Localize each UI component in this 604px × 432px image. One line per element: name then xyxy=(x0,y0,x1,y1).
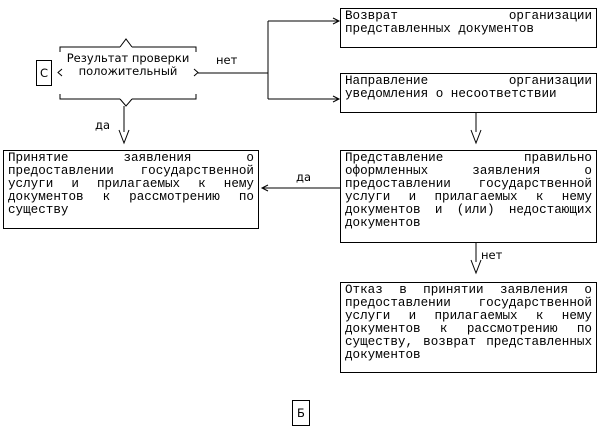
arrowhead xyxy=(470,259,482,275)
arrowhead xyxy=(470,129,482,145)
decision-shape xyxy=(57,38,199,107)
arrowhead xyxy=(118,129,130,145)
arrowhead xyxy=(260,184,269,192)
box-refuse: Отказ в принятии заявления о предоставле… xyxy=(340,282,597,373)
box-accept: Принятие заявления о предоставлении госу… xyxy=(3,150,259,229)
no-branch-line xyxy=(198,20,338,100)
box-resubmit: Представление правильно оформленных заяв… xyxy=(340,150,597,243)
resubmit-no-label: нет xyxy=(481,248,503,262)
decision-no-label: нет xyxy=(216,53,238,67)
resubmit-yes-label: да xyxy=(296,170,311,184)
box-return-docs: Возврат организации представленных докум… xyxy=(340,8,597,48)
box-notify-mismatch: Направление организации уведомления о не… xyxy=(340,73,597,113)
connector-c: С xyxy=(36,60,52,86)
decision-yes-label: да xyxy=(95,118,110,132)
decision-text: Результат проверки положительный xyxy=(66,51,190,78)
arrowhead xyxy=(332,17,341,103)
connector-b: Б xyxy=(292,400,310,426)
